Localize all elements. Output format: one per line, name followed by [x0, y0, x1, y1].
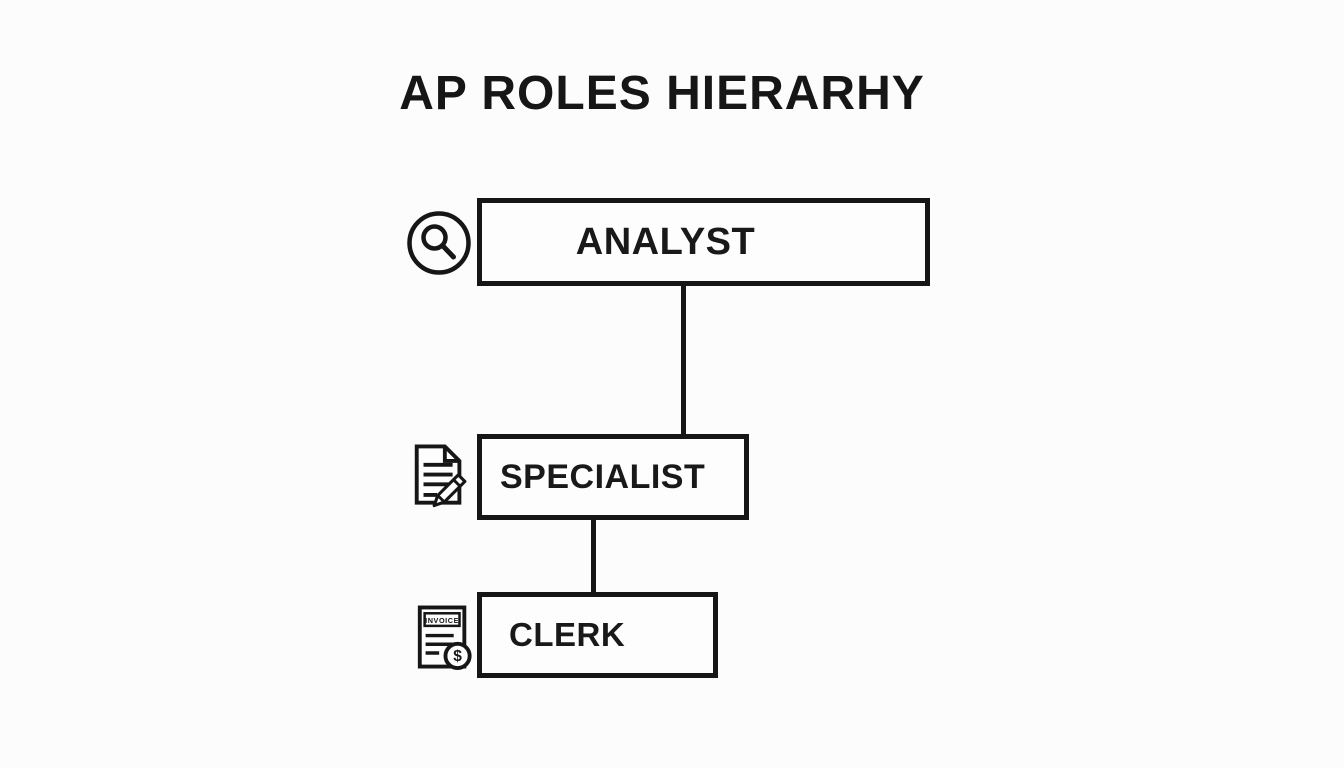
- node-analyst: ANALYST: [477, 198, 930, 286]
- page-title: AP ROLES HIERARHY: [399, 67, 925, 120]
- invoice-dollar-icon: INVOICE $: [413, 602, 475, 673]
- connector-specialist-clerk: [591, 518, 596, 594]
- document-pencil-icon: [408, 441, 472, 512]
- invoice-icon-header-text: INVOICE: [425, 616, 459, 625]
- invoice-icon-dollar-text: $: [453, 648, 462, 665]
- node-clerk: CLERK: [477, 592, 718, 678]
- node-analyst-label: ANALYST: [575, 220, 756, 263]
- connector-analyst-specialist: [681, 284, 686, 436]
- magnifier-search-icon: [405, 209, 473, 277]
- node-clerk-label: CLERK: [509, 616, 626, 653]
- node-specialist-label: SPECIALIST: [500, 457, 706, 496]
- node-specialist: SPECIALIST: [477, 434, 749, 520]
